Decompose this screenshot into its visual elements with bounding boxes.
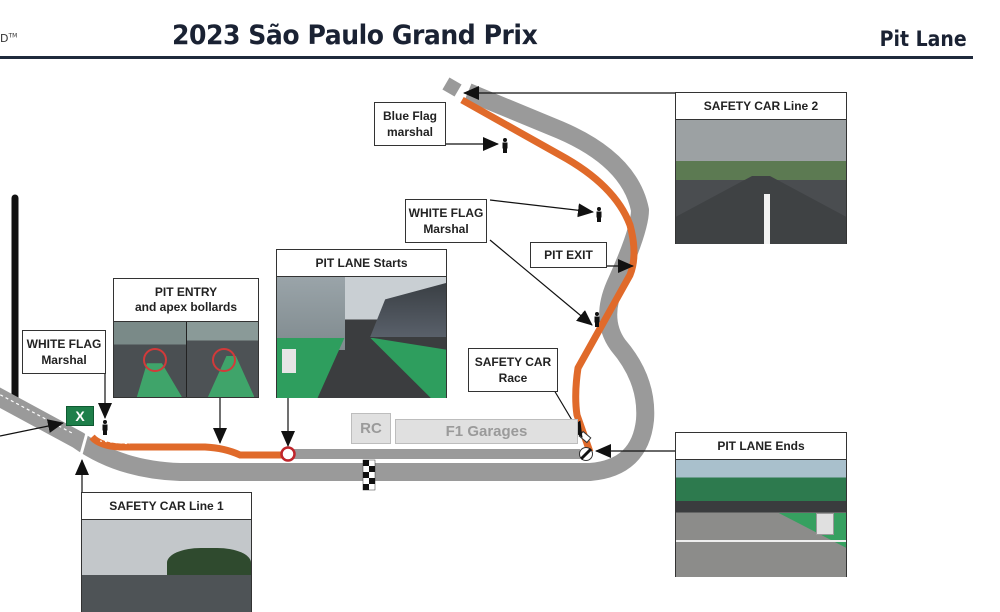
pit-lane-starts-card: PIT LANE Starts (276, 249, 447, 398)
safety-car-line1-card: SAFETY CAR Line 1 (81, 492, 252, 612)
pit-lane-ends-photo (676, 460, 846, 577)
safety-car-race-label: SAFETY CAR Race (468, 348, 558, 392)
blend-line-marker (442, 77, 462, 97)
header-logo: DTM (0, 32, 17, 45)
card-caption: PIT LANE Ends (676, 433, 846, 460)
label-line: Race (498, 371, 528, 385)
label-line: SAFETY CAR (474, 355, 552, 369)
pit-start-circle-icon (280, 446, 296, 462)
white-flag-marshal-label-left: WHITE FLAG Marshal (22, 330, 106, 374)
logo-tm: TM (8, 32, 18, 40)
card-caption: PIT LANE Starts (277, 250, 446, 277)
pit-entry-card: PIT ENTRY and apex bollards (113, 278, 259, 398)
race-control-block: RC (351, 413, 391, 444)
checkered-flag-icon (362, 459, 376, 491)
safety-car-line2-photo (676, 120, 846, 244)
pit-exit-orange (460, 96, 638, 454)
marshal-icon (102, 420, 108, 435)
marshal-icon (594, 312, 600, 327)
label-line: WHITE FLAG (408, 206, 484, 220)
label-line: Marshal (41, 353, 87, 367)
label-line: WHITE FLAG (26, 337, 102, 351)
pit-exit-label: PIT EXIT (530, 242, 607, 268)
main-track (0, 83, 655, 481)
caption-line: and apex bollards (134, 300, 238, 314)
safety-car-line2-card: SAFETY CAR Line 2 (675, 92, 847, 244)
label-line: PIT EXIT (544, 248, 593, 262)
label-line: Blue Flag (382, 109, 437, 123)
header-rule (0, 56, 973, 59)
label-line: Marshal (423, 222, 469, 236)
section-title: Pit Lane (879, 27, 967, 51)
card-caption: SAFETY CAR Line 2 (676, 93, 846, 120)
marshal-icon (596, 207, 602, 222)
f1-garages-block: F1 Garages (395, 419, 578, 444)
blue-flag-marshal-label: Blue Flag marshal (374, 102, 446, 146)
exit-sign-icon: X (66, 406, 94, 426)
safety-car-line1-photo (82, 520, 251, 612)
white-flag-marshal-label-right: WHITE FLAG Marshal (405, 199, 487, 243)
pit-lane-orange (89, 434, 285, 459)
caption-line: PIT ENTRY (154, 285, 218, 299)
marshal-icon (502, 138, 508, 153)
pit-entry-photo (114, 322, 258, 397)
card-caption: SAFETY CAR Line 1 (82, 493, 251, 520)
card-caption: PIT ENTRY and apex bollards (114, 279, 258, 322)
pit-lane-starts-photo (277, 277, 446, 398)
label-line: marshal (386, 125, 434, 139)
pit-lane-ends-card: PIT LANE Ends (675, 432, 847, 577)
end-restriction-icon (579, 447, 593, 461)
logo-text: D (0, 32, 9, 45)
page-title: 2023 São Paulo Grand Prix (172, 20, 538, 51)
